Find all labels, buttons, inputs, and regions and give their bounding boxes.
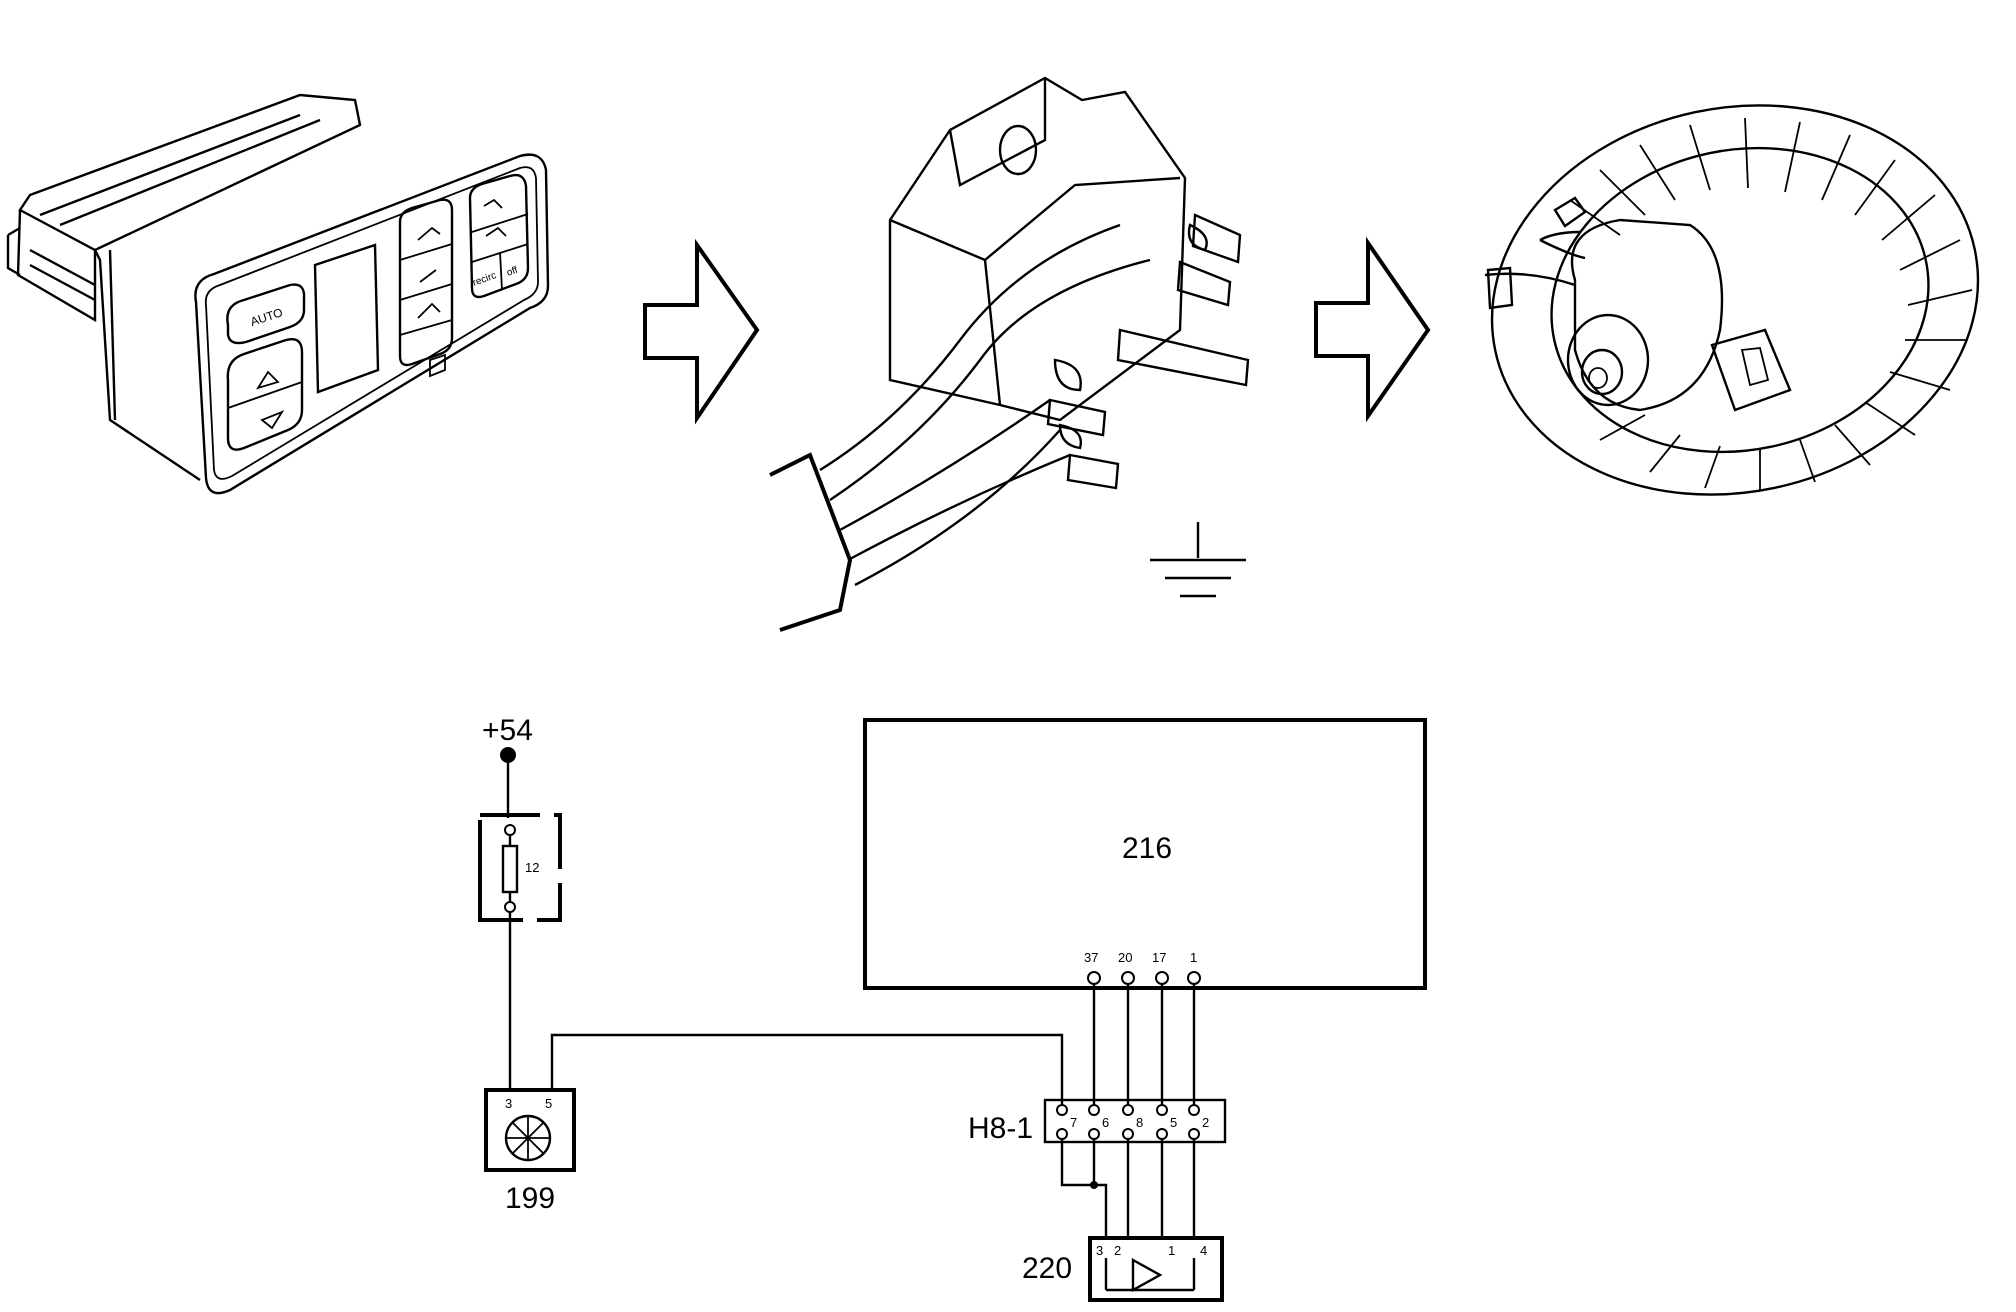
amplifier-220: 220 3 2 1 4 bbox=[1022, 1236, 1224, 1302]
connector-pin-2: 2 bbox=[1202, 1115, 1209, 1130]
connector-h8-1: H8-1 7 6 8 5 2 bbox=[968, 1098, 1227, 1145]
connector-pin-5: 5 bbox=[1170, 1115, 1177, 1130]
ecu-box: 216 37 20 17 1 bbox=[863, 718, 1427, 990]
ecu-label: 216 bbox=[1122, 832, 1172, 865]
connector-pin-6: 6 bbox=[1102, 1115, 1109, 1130]
amp-pin-3: 3 bbox=[1096, 1243, 1103, 1258]
amp-pin-4: 4 bbox=[1200, 1243, 1207, 1258]
ecu-pin-17: 17 bbox=[1152, 950, 1166, 965]
blower-motor-icon bbox=[1484, 104, 1980, 496]
switch-pin-3: 3 bbox=[505, 1096, 512, 1111]
supply-node bbox=[500, 747, 516, 763]
fuse-box: 12 bbox=[478, 813, 562, 922]
ground-symbol-icon bbox=[1150, 522, 1246, 598]
amplifier-label: 220 bbox=[1022, 1252, 1072, 1285]
connector-label: H8-1 bbox=[968, 1112, 1033, 1145]
connector-pin-8: 8 bbox=[1136, 1115, 1143, 1130]
ecu-pin-20: 20 bbox=[1118, 950, 1132, 965]
control-panel-icon: AUTO recirc off bbox=[6, 93, 550, 495]
off-button-label: off bbox=[505, 265, 519, 279]
amp-pin-1: 1 bbox=[1168, 1243, 1175, 1258]
wiring-schematic: +54 12 3 5 199 bbox=[478, 714, 1427, 1302]
auto-button-label: AUTO bbox=[249, 305, 285, 329]
arrow-right-icon bbox=[643, 238, 760, 425]
switch-pin-5: 5 bbox=[545, 1096, 552, 1111]
arrow-right-icon bbox=[1314, 236, 1431, 423]
connector-pin-7: 7 bbox=[1070, 1115, 1077, 1130]
ecu-pin-1: 1 bbox=[1190, 950, 1197, 965]
ecu-pin-37: 37 bbox=[1084, 950, 1098, 965]
fuse-label: 12 bbox=[525, 860, 539, 875]
amp-pin-2: 2 bbox=[1114, 1243, 1121, 1258]
recirc-button-label: recirc bbox=[471, 270, 498, 289]
blower-switch: 3 5 199 bbox=[484, 1088, 576, 1215]
switch-label: 199 bbox=[505, 1182, 555, 1215]
supply-label: +54 bbox=[482, 714, 533, 747]
resistor-connector-icon bbox=[769, 76, 1250, 632]
